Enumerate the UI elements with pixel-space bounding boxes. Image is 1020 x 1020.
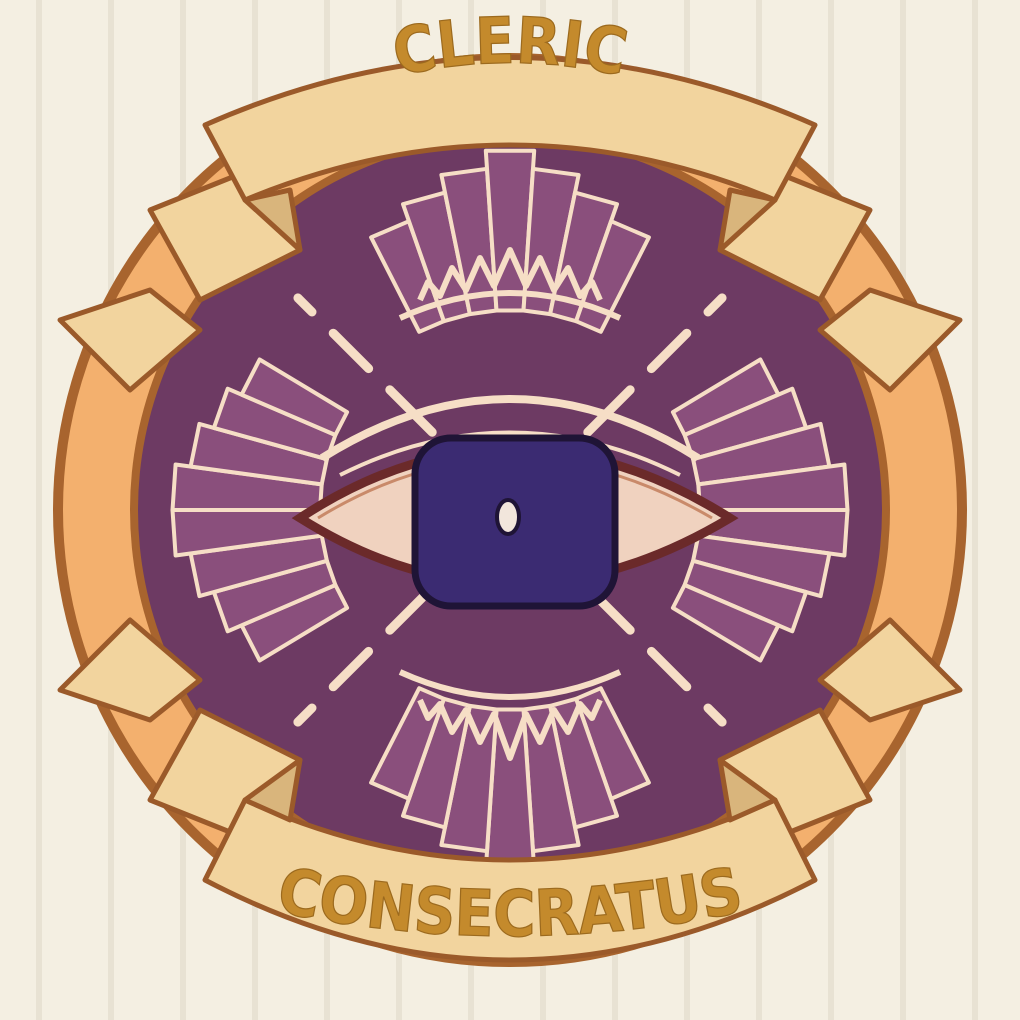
ray-dash	[646, 646, 692, 692]
sunburst-panel	[211, 386, 338, 462]
ray-dash	[646, 328, 692, 374]
ray-dash	[385, 385, 437, 437]
lower-lash-crown	[398, 669, 622, 761]
sunburst-panel	[548, 190, 619, 324]
sunburst-panel	[691, 533, 832, 599]
diagonal-rays	[293, 293, 727, 727]
ray-dash	[293, 703, 317, 727]
upper-lash-crown	[398, 247, 622, 321]
pupil	[495, 498, 521, 536]
sunburst-panel	[521, 166, 581, 317]
sunburst-panel	[682, 558, 809, 634]
ray-dash	[328, 328, 374, 374]
ray-dash	[583, 385, 635, 437]
top-ribbon-label: CLERIC	[387, 5, 633, 92]
sunburst-panel	[239, 357, 350, 437]
sunburst-panel	[188, 421, 329, 487]
stripe	[972, 0, 978, 1020]
ray-dash	[703, 293, 727, 317]
sunburst-panel	[670, 583, 781, 663]
sunburst-panel	[574, 219, 651, 334]
ray-dash	[293, 293, 317, 317]
stripe	[36, 0, 42, 1020]
eye-icon	[291, 395, 739, 610]
ray-dash	[703, 703, 727, 727]
ray-dash	[328, 646, 374, 692]
sunburst-icon	[170, 148, 850, 872]
sunburst-panel	[170, 462, 324, 512]
sunburst-fan	[670, 357, 850, 663]
sunburst-fan	[369, 148, 651, 334]
sunburst-fan	[170, 357, 350, 663]
ribbon-banner-icon	[57, 55, 963, 963]
